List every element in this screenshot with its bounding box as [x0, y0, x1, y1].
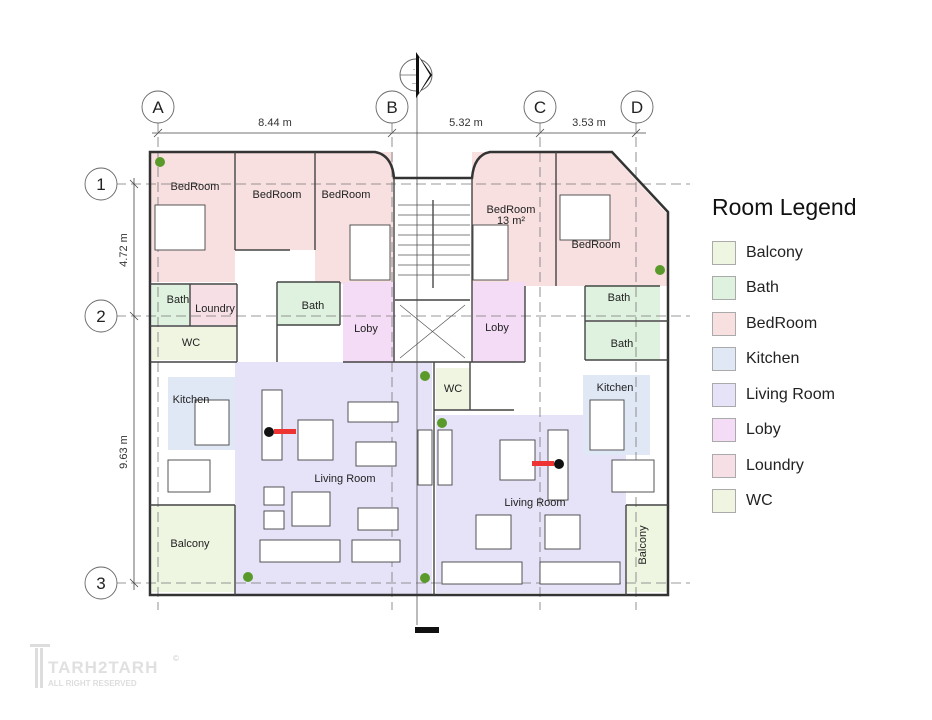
legend-item: BedRoom [712, 306, 857, 342]
logo-column-icon [30, 644, 50, 688]
room-bath-3 [585, 285, 660, 320]
legend-label: Living Room [746, 385, 835, 403]
label-loundry: Loundry [195, 303, 235, 315]
legend-label: Bath [746, 279, 779, 297]
legend-item: Loundry [712, 448, 857, 484]
label-living-1: Living Room [314, 473, 375, 485]
label-bedroom-1: BedRoom [171, 181, 220, 193]
legend-label: BedRoom [746, 314, 818, 332]
logo-name: TARH2TARH [48, 658, 159, 677]
legend-title: Room Legend [712, 194, 857, 220]
room-bath-4 [585, 322, 660, 360]
room-balcony-1 [152, 505, 235, 592]
section-marker-icon: - -- [399, 52, 433, 98]
label-bath-2: Bath [302, 300, 325, 312]
label-loby-1: Loby [354, 323, 378, 335]
legend-item: Living Room [712, 377, 857, 413]
dim-c-d: 3.53 m [572, 117, 606, 129]
legend-swatch [712, 276, 736, 301]
section-bar [415, 627, 439, 633]
dim-1-2: 4.72 m [118, 233, 130, 267]
label-loby-2: Loby [485, 322, 509, 334]
room-loby-2 [472, 282, 525, 362]
label-bedroom-3: BedRoom [322, 189, 371, 201]
walls [148, 150, 670, 597]
plant-icons [155, 157, 665, 583]
dimension-lines [129, 128, 646, 590]
legend-swatch [712, 240, 736, 265]
label-kitchen-2: Kitchen [597, 382, 634, 394]
grid-bubble-2: 2 [96, 307, 105, 326]
legend-label: Loby [746, 421, 781, 439]
dim-2-3: 9.63 m [118, 435, 130, 469]
person-icons [264, 427, 564, 469]
label-balcony-2: Balcony [637, 525, 649, 565]
grid-bubble-b: B [386, 98, 397, 117]
label-wc-2: WC [444, 383, 462, 395]
grid-bubble-a: A [152, 98, 164, 117]
label-living-2: Living Room [504, 497, 565, 509]
label-bath-3: Bath [608, 292, 631, 304]
room-balcony-2 [626, 505, 668, 592]
furniture [154, 194, 655, 585]
legend-item: Balcony [712, 235, 857, 271]
legend-item: Kitchen [712, 342, 857, 378]
legend-swatch [712, 382, 736, 407]
grid-bubble-1: 1 [96, 175, 105, 194]
legend-swatch [712, 311, 736, 336]
legend-swatch [712, 489, 736, 514]
label-kitchen-1: Kitchen [173, 394, 210, 406]
room-bedroom-2 [235, 152, 315, 250]
legend-item: Bath [712, 271, 857, 307]
room-loby-1 [343, 282, 395, 362]
logo-registered-mark: © [173, 654, 179, 663]
legend-item: Loby [712, 413, 857, 449]
room-bedroom-5 [556, 152, 668, 286]
legend-label: WC [746, 492, 773, 510]
legend-label: Balcony [746, 243, 803, 261]
legend-label: Loundry [746, 456, 804, 474]
label-bedroom-2: BedRoom [253, 189, 302, 201]
marker-bottom: -- [412, 81, 416, 87]
label-bath-1: Bath [167, 294, 190, 306]
room-labels: BedRoom BedRoom BedRoom BedRoom 13 m² Be… [167, 181, 649, 565]
label-bedroom-5: BedRoom [572, 239, 621, 251]
room-wc-2 [436, 368, 470, 410]
marker-top: - [413, 67, 415, 73]
dim-b-c: 5.32 m [449, 117, 483, 129]
legend-swatch [712, 418, 736, 443]
label-bath-4: Bath [611, 338, 634, 350]
legend-swatch [712, 347, 736, 372]
legend-swatch [712, 453, 736, 478]
room-loundry [190, 285, 237, 325]
legend-item: WC [712, 484, 857, 520]
grid-bubble-c: C [534, 98, 546, 117]
logo-tagline: ALL RIGHT RESERVED [48, 679, 137, 688]
dim-a-b: 8.44 m [258, 117, 292, 129]
label-balcony-1: Balcony [170, 538, 210, 550]
grid-bubble-d: D [631, 98, 643, 117]
room-wc-1 [152, 327, 237, 360]
stairs [398, 200, 470, 359]
grid-bubbles: A B C D 1 2 3 [84, 90, 654, 600]
legend-label: Kitchen [746, 350, 800, 368]
label-bedroom-4: BedRoom [487, 204, 536, 216]
label-bedroom-4-area: 13 m² [497, 215, 525, 227]
grid-bubble-3: 3 [96, 574, 105, 593]
label-wc-1: WC [182, 337, 200, 349]
room-bath-2 [277, 282, 340, 325]
